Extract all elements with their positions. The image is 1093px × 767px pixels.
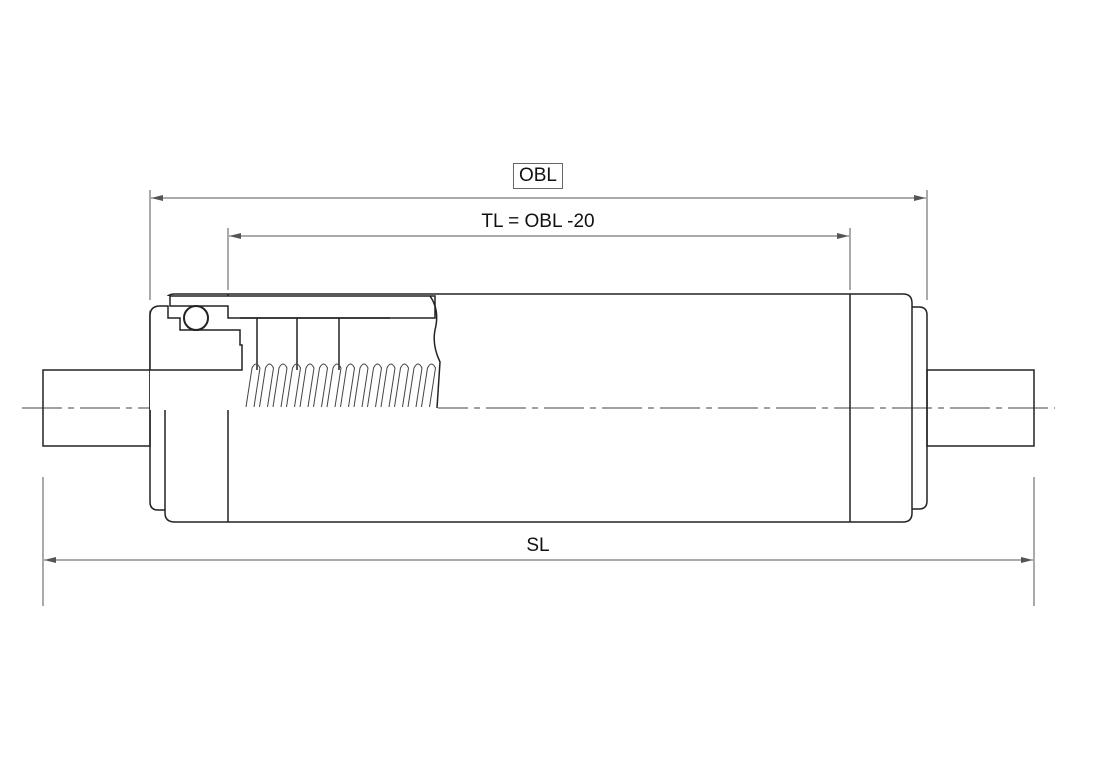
- sl-label: SL: [526, 535, 550, 556]
- spring-coil: [286, 363, 302, 408]
- spring-coil: [407, 363, 423, 408]
- spring-coil: [340, 363, 356, 408]
- bearing-ball: [183, 305, 209, 331]
- spring-coil: [245, 363, 261, 408]
- spring-coil: [353, 363, 369, 408]
- section-cutaway: [149, 295, 441, 410]
- tl-label: TL = OBL -20: [481, 211, 595, 232]
- spring-coil: [326, 363, 342, 408]
- spring-coil: [313, 363, 329, 408]
- spring-coil: [394, 363, 410, 408]
- spring-coil: [272, 363, 288, 408]
- spring-coil: [380, 363, 396, 408]
- spring-coil: [367, 363, 383, 408]
- spring-coil: [421, 363, 437, 408]
- spring-coil: [259, 363, 275, 408]
- right-end-cap: [912, 306, 928, 510]
- obl-label: OBL: [512, 163, 564, 189]
- spring-coil: [299, 363, 315, 408]
